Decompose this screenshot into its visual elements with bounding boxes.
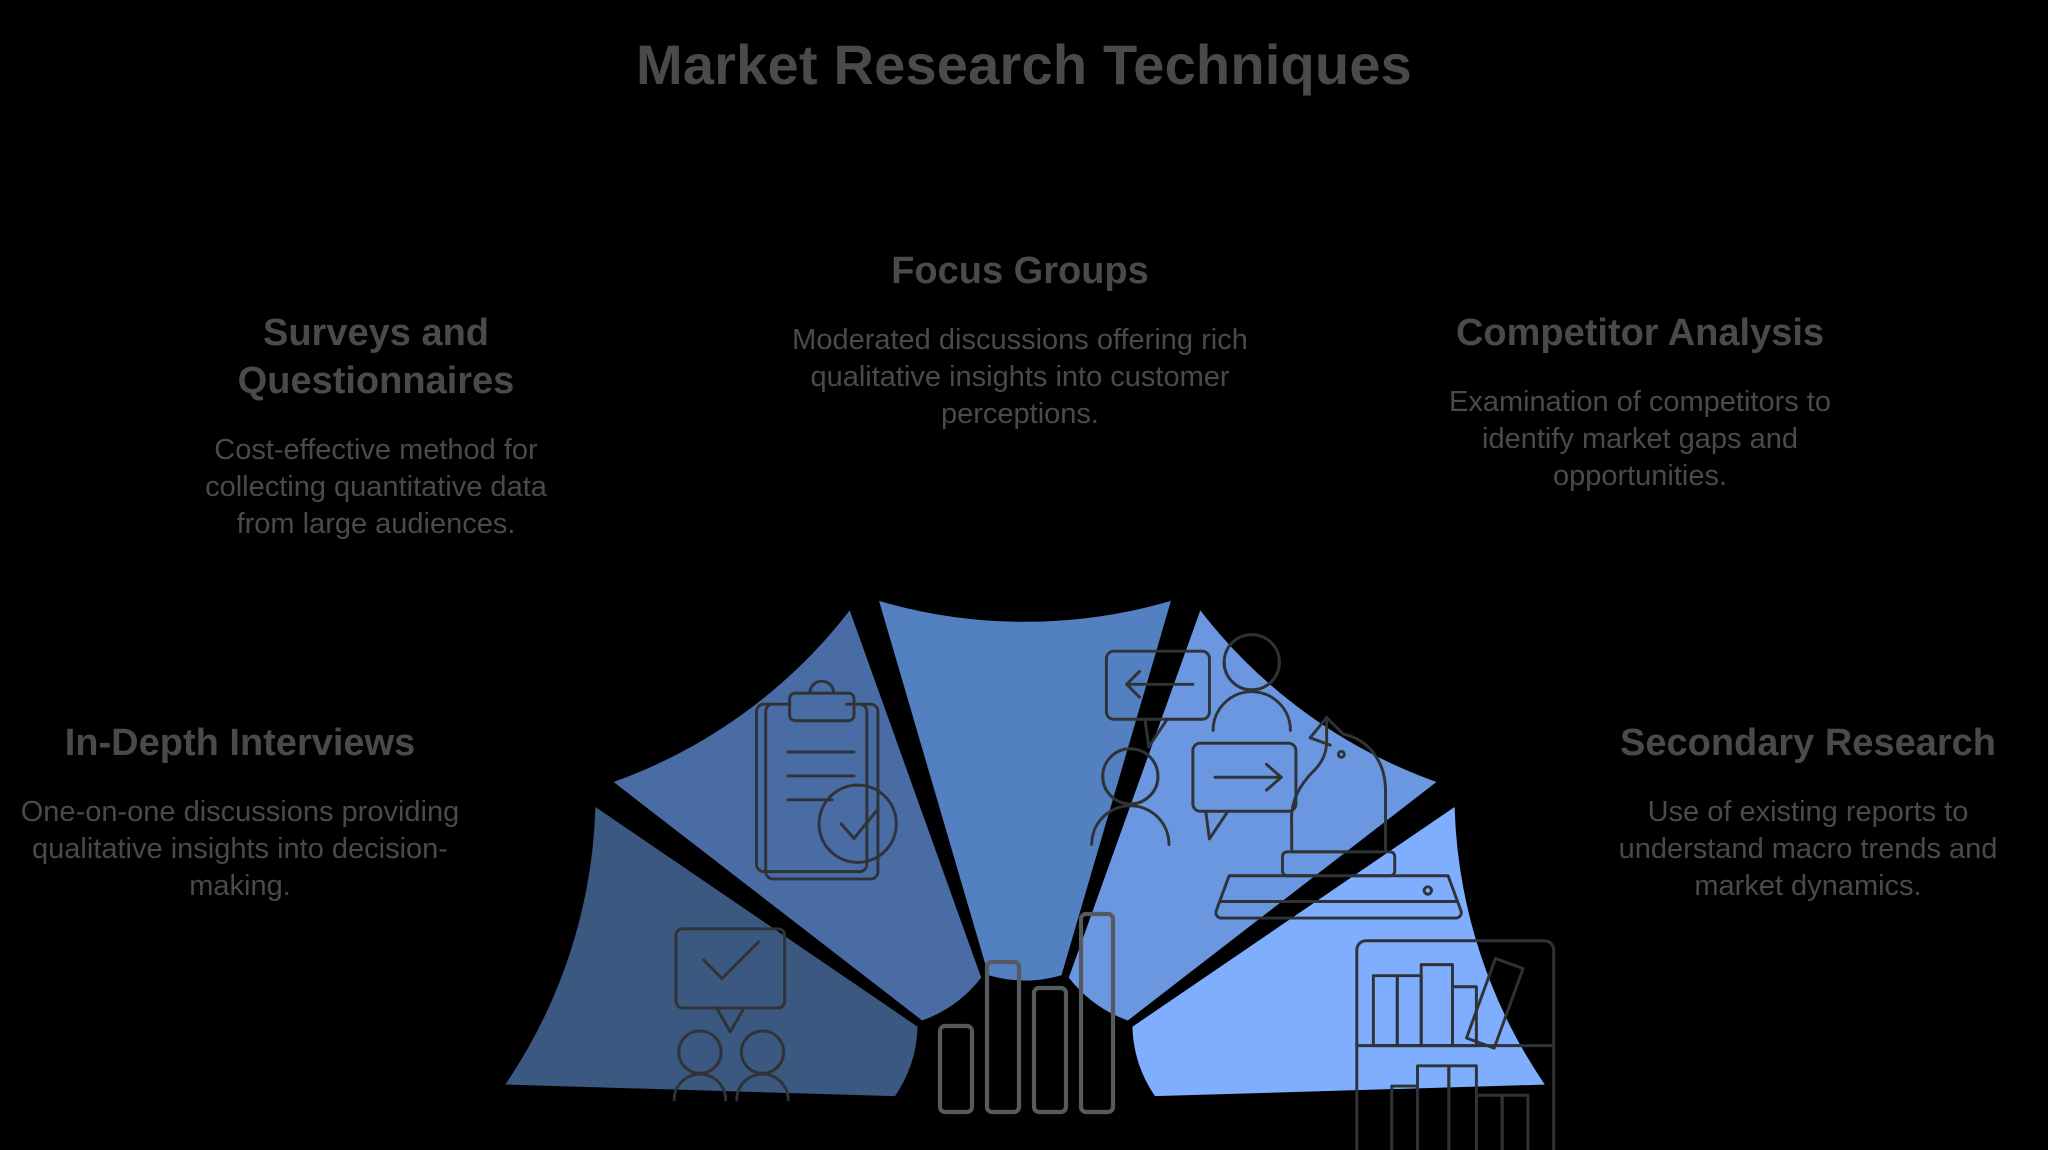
clipboard-check-icon xyxy=(755,679,898,881)
segment-description: Use of existing reports to understand ma… xyxy=(1618,795,1998,903)
segment-label-competitor-analysis: Competitor Analysis Examination of compe… xyxy=(1442,310,1838,495)
bar-chart-icon xyxy=(937,911,1116,1115)
segment-description: One-on-one discussions providing qualita… xyxy=(20,795,460,903)
speech-bubble-check-with-two-people-icon xyxy=(672,927,790,1102)
segment-heading: Focus Groups xyxy=(891,250,1149,292)
segment-heading: In-Depth Interviews xyxy=(64,722,416,764)
page-title: Market Research Techniques xyxy=(635,33,1413,96)
fan-segment-focus-groups[interactable] xyxy=(879,600,1171,981)
segment-label-focus-groups: Focus Groups Moderated discussions offer… xyxy=(786,248,1254,433)
segment-label-in-depth-interviews: In-Depth Interviews One-on-one discussio… xyxy=(20,720,460,905)
fan-segment-competitor-analysis[interactable] xyxy=(1068,610,1437,1021)
fan-segments xyxy=(505,600,1545,1097)
segment-description: Examination of competitors to identify m… xyxy=(1448,385,1831,493)
two-people-chat-bubbles-icon xyxy=(1090,633,1298,846)
chess-knight-icon xyxy=(1214,716,1463,920)
segment-heading: Surveys and Questionnaires xyxy=(237,312,515,402)
fan-segment-secondary-research[interactable] xyxy=(1132,806,1545,1097)
segment-heading: Competitor Analysis xyxy=(1455,312,1825,354)
fan-segment-in-depth-interviews[interactable] xyxy=(505,806,918,1097)
segment-heading: Secondary Research xyxy=(1620,722,1996,764)
segment-description: Moderated discussions offering rich qual… xyxy=(792,323,1248,431)
segment-label-surveys-and-questionnaires: Surveys and Questionnaires Cost-effectiv… xyxy=(178,310,574,543)
semicircular-fan-chart xyxy=(480,540,1570,1150)
bookshelf-icon xyxy=(1355,939,1556,1150)
segment-label-secondary-research: Secondary Research Use of existing repor… xyxy=(1588,720,2028,905)
segment-description: Cost-effective method for collecting qua… xyxy=(205,433,547,540)
fan-segment-surveys-and-questionnaires[interactable] xyxy=(613,610,982,1021)
